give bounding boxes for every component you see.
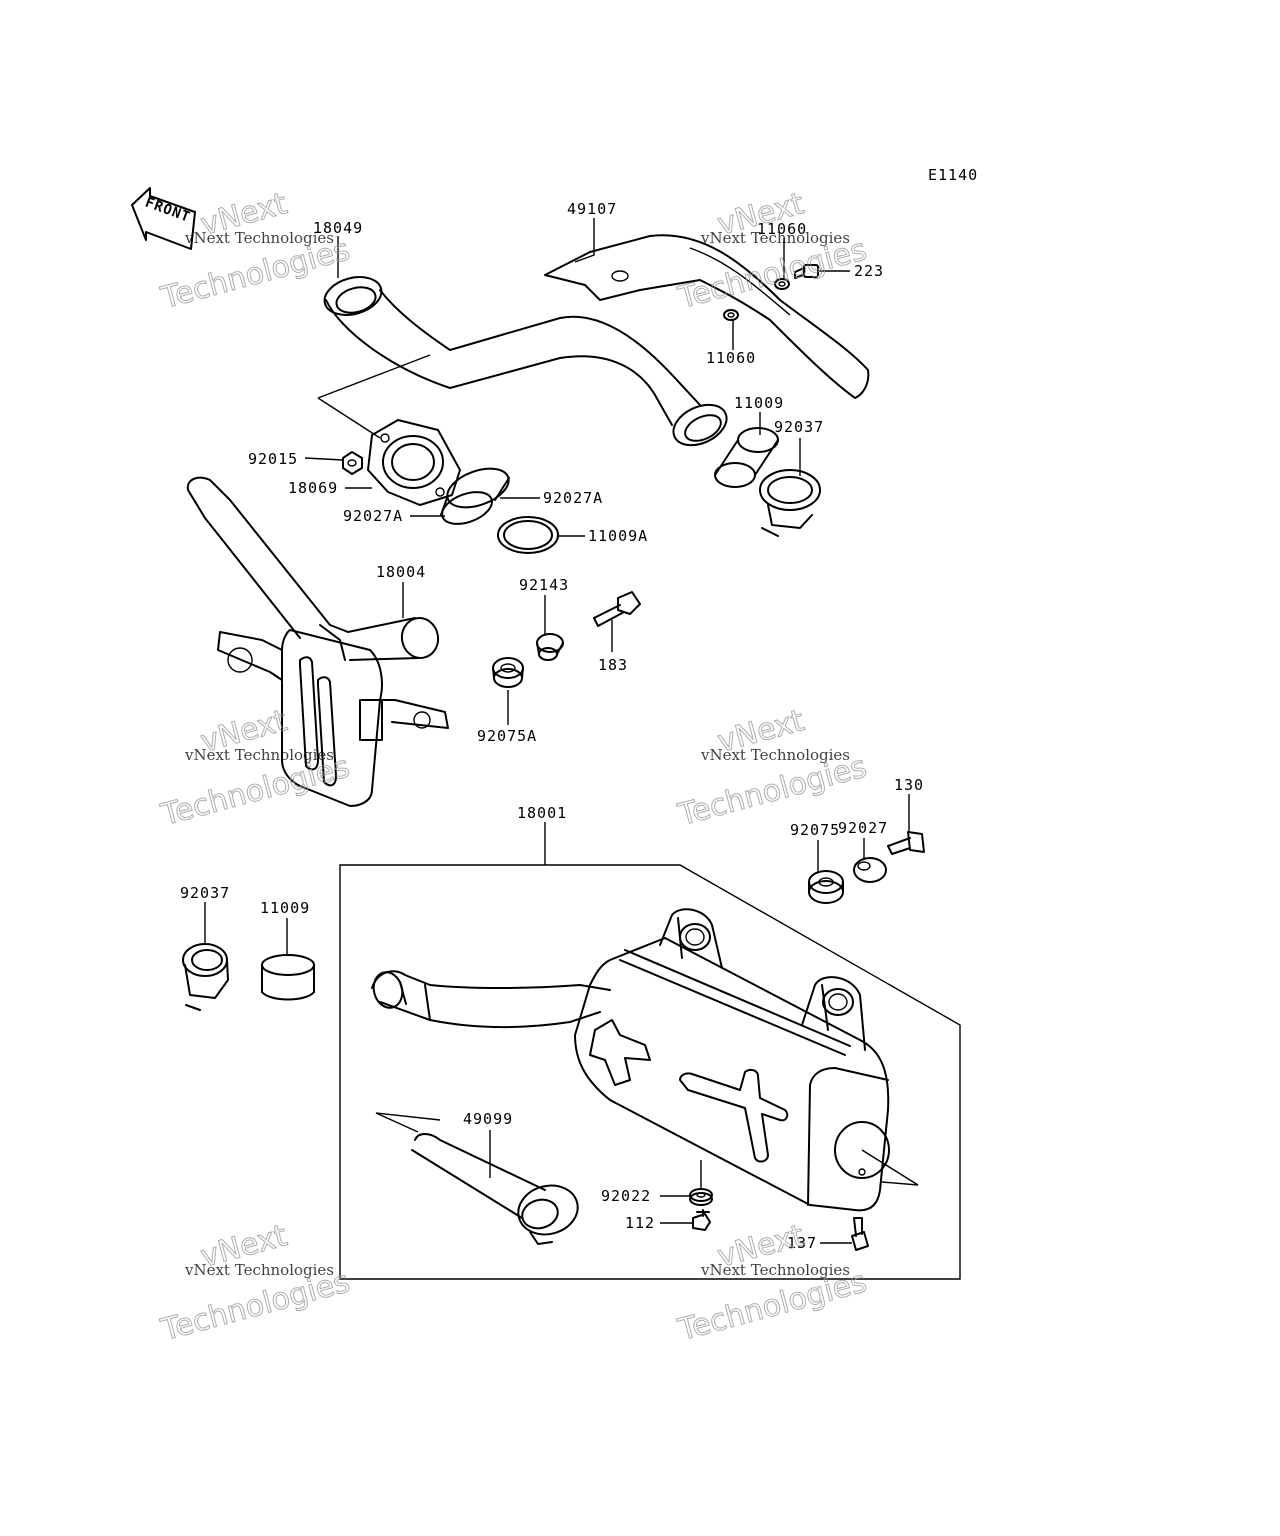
callout-92015: 92015 xyxy=(248,450,298,468)
nut-92022 xyxy=(689,1188,713,1206)
callout-11009-upper: 11009 xyxy=(734,394,784,412)
callout-92075A: 92075A xyxy=(477,727,537,745)
watermark-line2: vNext Technologies xyxy=(184,746,334,764)
bolt-112 xyxy=(692,1209,711,1231)
watermark-line2: vNext Technologies xyxy=(184,229,334,247)
flange-18069 xyxy=(367,419,461,506)
watermark-bottom-right: vNext vNext Technologies Technologies xyxy=(674,1218,871,1349)
gasket-11009A xyxy=(497,516,559,554)
callout-92037-lower: 92037 xyxy=(180,884,230,902)
callout-137: 137 xyxy=(787,1234,817,1252)
watermark-bottom-left: vNext vNext Technologies Technologies xyxy=(157,1218,354,1349)
nut-92015 xyxy=(342,451,363,475)
watermark-line2: vNext Technologies xyxy=(184,1261,334,1279)
damper-92143 xyxy=(536,633,564,661)
bolt-130 xyxy=(887,831,925,855)
callout-92027A-left: 92027A xyxy=(343,507,403,525)
callout-18049: 18049 xyxy=(313,219,363,237)
callout-11060-lower: 11060 xyxy=(706,349,756,367)
callout-92022: 92022 xyxy=(601,1187,651,1205)
watermark-top-left: vNext vNext Technologies Technologies xyxy=(157,186,354,317)
callout-18001: 18001 xyxy=(517,804,567,822)
bolt-137 xyxy=(851,1217,869,1251)
damper-92075A xyxy=(492,657,524,688)
callout-92027: 92027 xyxy=(838,819,888,837)
callout-92143: 92143 xyxy=(519,576,569,594)
callout-11009A: 11009A xyxy=(588,527,648,545)
callout-223: 223 xyxy=(854,262,884,280)
callout-18069: 18069 xyxy=(288,479,338,497)
muffler-18001 xyxy=(371,908,919,1212)
diagram-code: E1140 xyxy=(928,166,978,184)
damper-92075 xyxy=(808,870,844,904)
spark-arrester-49099 xyxy=(375,1112,579,1245)
assembly-frame-18001 xyxy=(339,864,961,1280)
callout-11060-upper: 11060 xyxy=(757,220,807,238)
clamp-92037-lower xyxy=(182,943,229,1011)
heat-guard-49107 xyxy=(544,234,870,399)
callout-92037-upper: 92037 xyxy=(774,418,824,436)
exhaust-pipe-18049 xyxy=(317,276,728,447)
callout-112: 112 xyxy=(625,1214,655,1232)
gasket-11009-lower xyxy=(261,954,315,1001)
gasket-11009-upper xyxy=(714,427,779,488)
callout-183: 183 xyxy=(598,656,628,674)
washer-11060-upper xyxy=(774,278,790,290)
watermark-line2: vNext Technologies xyxy=(700,746,850,764)
silencer-18004 xyxy=(186,476,449,807)
watermark-middle-right: vNext vNext Technologies Technologies xyxy=(674,703,871,834)
watermark-middle-left: vNext vNext Technologies Technologies xyxy=(157,703,354,834)
watermark-line2: vNext Technologies xyxy=(700,229,850,247)
callout-49107: 49107 xyxy=(567,200,617,218)
collar-92027A xyxy=(440,467,510,525)
leader-lines xyxy=(204,218,910,1244)
clamp-92037-upper xyxy=(759,469,821,537)
callout-92027A-right: 92027A xyxy=(543,489,603,507)
callout-92075: 92075 xyxy=(790,821,840,839)
bolt-183 xyxy=(593,591,641,627)
callout-11009-lower: 11009 xyxy=(260,899,310,917)
callout-130: 130 xyxy=(894,776,924,794)
front-label: FRONT xyxy=(143,195,193,226)
collar-92027 xyxy=(853,857,887,883)
watermark-top-right: vNext vNext Technologies Technologies xyxy=(674,186,871,317)
callout-18004: 18004 xyxy=(376,563,426,581)
callout-49099: 49099 xyxy=(463,1110,513,1128)
watermark-line2: vNext Technologies xyxy=(700,1261,850,1279)
washer-11060-lower xyxy=(723,309,739,321)
